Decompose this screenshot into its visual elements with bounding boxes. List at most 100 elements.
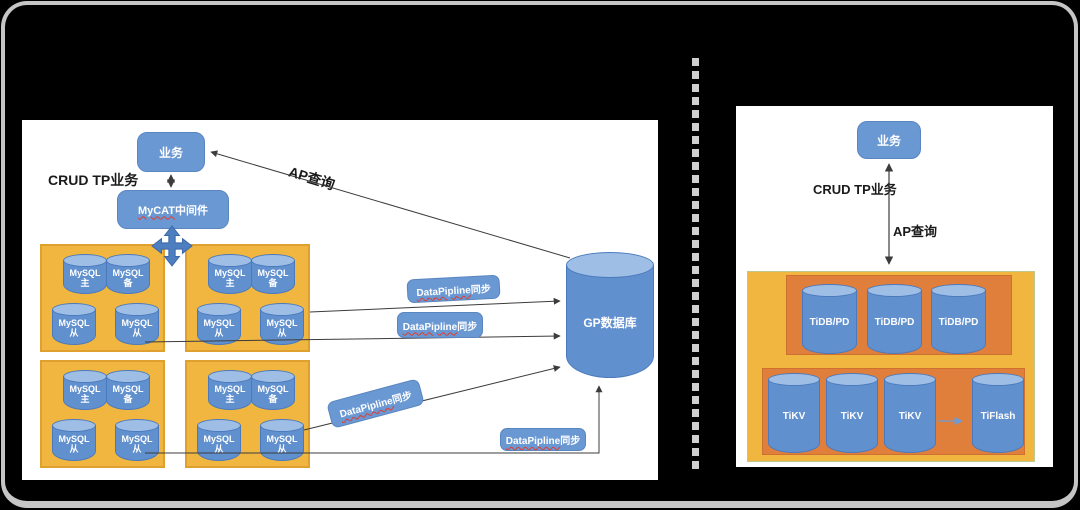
tikv-cylinder: TiKV — [768, 373, 820, 453]
db-role: 主 — [80, 394, 90, 404]
cylinder-top — [197, 303, 241, 316]
tidb-pd-label: TiDB/PD — [874, 317, 915, 329]
db-name: MySQL — [58, 317, 90, 328]
cylinder-body — [972, 379, 1024, 453]
business-node-label: 业务 — [876, 133, 901, 148]
db-name: MySQL — [69, 383, 101, 394]
mycat-suffix-text: 中间件 — [175, 204, 209, 217]
db-role: 备 — [268, 394, 278, 404]
db-name: MySQL — [266, 317, 298, 328]
datapipline-sync-label-1: DataPipline同步 — [406, 274, 501, 304]
mycat-middleware-label: MyCAT中间件 — [138, 202, 208, 218]
mycat-middleware-node: MyCAT中间件 — [117, 190, 229, 229]
business-node: 业务 — [857, 121, 921, 159]
cylinder-body — [867, 290, 922, 354]
tidb-pd-cylinder: TiDB/PD — [802, 284, 857, 354]
cylinder-top — [802, 284, 857, 297]
cylinder-body — [768, 379, 820, 453]
db-role: 从 — [132, 328, 142, 338]
tikv-label: TiKV — [840, 411, 864, 423]
cylinder-top — [52, 303, 96, 316]
db-name: MySQL — [203, 317, 235, 328]
db-name: MySQL — [58, 433, 90, 444]
db-role: 主 — [225, 278, 235, 288]
tidb-pd-cylinder: TiDB/PD — [867, 284, 922, 354]
db-name: MySQL — [121, 317, 153, 328]
tiflash-cylinder: TiFlash — [972, 373, 1024, 453]
tiflash-label: TiFlash — [980, 411, 1016, 423]
db-role: 从 — [69, 328, 79, 338]
cylinder-body — [566, 265, 654, 378]
gp-database-cylinder: GP数据库 — [566, 252, 654, 378]
tidb-pd-label: TiDB/PD — [938, 317, 979, 329]
cylinder-body — [106, 260, 150, 294]
move-cross-icon — [151, 225, 193, 267]
datapipline-sync-label-2: DataPipline同步 — [397, 312, 483, 338]
db-name: MySQL — [69, 267, 101, 278]
cylinder-top — [884, 373, 936, 386]
business-node-label: 业务 — [158, 145, 183, 160]
db-role: 备 — [268, 278, 278, 288]
panel-divider-dashed-line — [692, 58, 699, 474]
cylinder-top — [931, 284, 986, 297]
tikv-label: TiKV — [898, 411, 922, 423]
mycat-brand-text: MyCAT — [137, 204, 176, 217]
db-name: MySQL — [112, 383, 144, 394]
tikv-label: TiKV — [782, 411, 806, 423]
db-role: 主 — [225, 394, 235, 404]
cylinder-top — [826, 373, 878, 386]
cylinder-top — [768, 373, 820, 386]
tikv-cylinder: TiKV — [826, 373, 878, 453]
db-name: MySQL — [214, 383, 246, 394]
cylinder-top — [566, 252, 654, 278]
crud-tp-label: CRUD TP业务 — [48, 172, 139, 188]
cylinder-body — [802, 290, 857, 354]
db-name: MySQL — [203, 433, 235, 444]
datapipline-sync-label-4: DataPipline同步 — [500, 428, 586, 451]
db-role: 备 — [123, 394, 133, 404]
gp-database-label: GP数据库 — [583, 316, 637, 331]
db-role: 备 — [123, 278, 133, 288]
db-role: 从 — [69, 444, 79, 454]
db-name: MySQL — [257, 267, 289, 278]
db-role: 主 — [80, 278, 90, 288]
db-name: MySQL — [121, 433, 153, 444]
cylinder-top — [52, 419, 96, 432]
sync-suffix-text: 同步 — [457, 321, 478, 333]
cylinder-body — [63, 376, 107, 410]
cylinder-body — [52, 425, 96, 461]
tikv-tier-box: TiKV TiKV TiKV TiFlash — [762, 368, 1025, 455]
crud-tp-label: CRUD TP业务 — [813, 182, 897, 197]
db-name: MySQL — [112, 267, 144, 278]
db-role: 从 — [277, 444, 287, 454]
tidb-pd-tier-box: TiDB/PD TiDB/PD TiDB/PD — [786, 275, 1012, 355]
sync-suffix-text: 同步 — [470, 283, 492, 296]
cylinder-top — [251, 370, 295, 383]
cylinder-top — [106, 254, 150, 267]
cylinder-body — [826, 379, 878, 453]
cylinder-body — [931, 290, 986, 354]
cylinder-top — [106, 370, 150, 383]
tidb-pd-label: TiDB/PD — [809, 317, 850, 329]
db-role: 从 — [214, 444, 224, 454]
cylinder-top — [972, 373, 1024, 386]
sync-suffix-text: 同步 — [391, 390, 414, 407]
cylinder-top — [867, 284, 922, 297]
sync-brand-text: DataPipline — [402, 321, 458, 333]
cylinder-top — [260, 303, 304, 316]
